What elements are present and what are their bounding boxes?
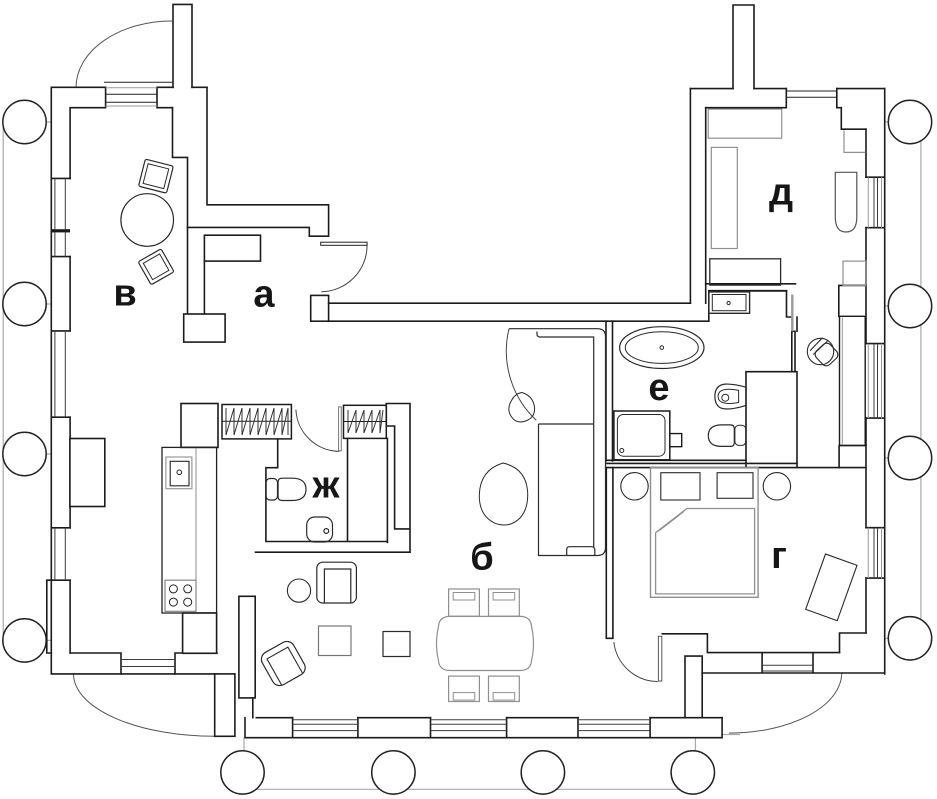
svg-text:б: б bbox=[470, 537, 493, 579]
svg-text:д: д bbox=[769, 172, 793, 214]
svg-text:е: е bbox=[648, 367, 669, 409]
svg-text:г: г bbox=[771, 535, 787, 577]
svg-text:а: а bbox=[253, 274, 275, 316]
svg-text:ж: ж bbox=[312, 465, 341, 507]
svg-text:в: в bbox=[113, 273, 136, 315]
